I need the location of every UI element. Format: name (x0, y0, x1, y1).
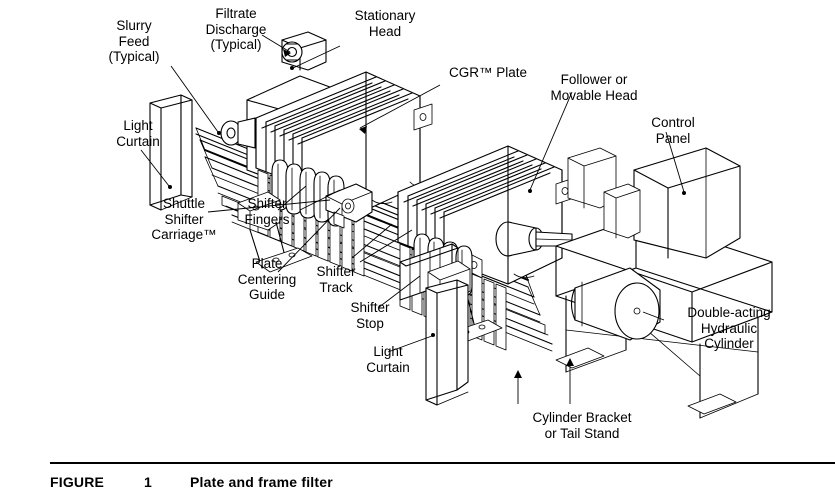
hydraulic-cylinder (570, 267, 661, 341)
callout-control-panel: Control Panel (651, 115, 695, 146)
caption-divider (50, 462, 835, 464)
callout-cylinder-bracket: Cylinder Bracket or Tail Stand (532, 410, 632, 441)
shuttle-shifter-carriage (325, 183, 373, 229)
callout-follower-movable-head: Follower or Movable Head (550, 72, 638, 103)
callout-cgr-plate: CGR™ Plate (448, 65, 528, 80)
callout-filtrate-discharge: Filtrate Discharge (Typical) (205, 6, 267, 52)
leader-lines (140, 34, 686, 404)
figure-caption: FIGURE 1 Plate and frame filter (50, 474, 835, 494)
light-curtain-post-bottom (425, 279, 469, 406)
callout-shuttle-shifter-carriage: Shuttle Shifter Carriage™ (151, 196, 217, 242)
caption-label: FIGURE (50, 474, 105, 490)
light-curtain-post-left (149, 94, 193, 211)
callout-light-curtain-bottom: Light Curtain (366, 344, 410, 375)
callout-slurry-feed: Slurry Feed (Typical) (108, 18, 160, 64)
callout-shifter-stop: Shifter Stop (350, 300, 390, 331)
control-panel (633, 147, 741, 259)
caption-title: Plate and frame filter (190, 474, 333, 490)
callout-light-curtain-left: Light Curtain (116, 118, 160, 149)
caption-number: 1 (144, 474, 152, 490)
callout-hydraulic-cylinder: Double-acting Hydraulic Cylinder (687, 305, 771, 351)
callout-shifter-fingers: Shifter Fingers (244, 196, 290, 227)
callout-stationary-head: Stationary Head (354, 8, 416, 39)
rear-upright-boxes (567, 147, 641, 239)
follower-head-rod (495, 221, 573, 257)
callout-shifter-track: Shifter Track (316, 264, 356, 295)
callout-plate-centering-guide: Plate Centering Guide (237, 256, 297, 302)
